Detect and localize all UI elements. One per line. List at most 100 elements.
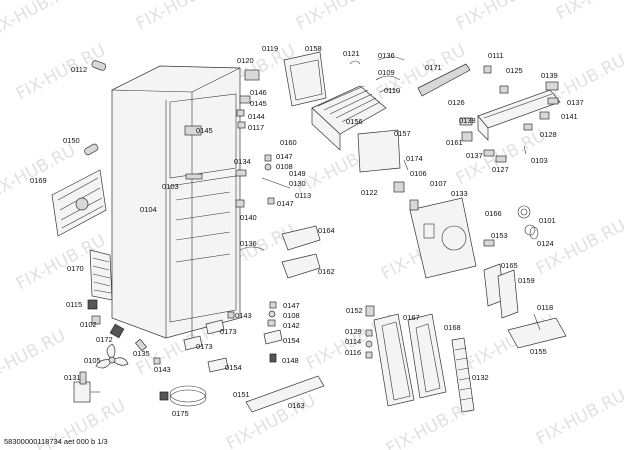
- part-0159: [497, 269, 519, 319]
- part-0167-rail: [373, 313, 415, 407]
- label-0158: 0158: [305, 44, 322, 53]
- label-0111: 0111: [488, 51, 504, 60]
- label-0150: 0150: [63, 136, 80, 145]
- part-0148: [269, 353, 277, 363]
- part-0158-panel: [283, 51, 327, 107]
- part-0147c: [269, 301, 277, 309]
- label-0161: 0161: [446, 138, 463, 147]
- watermark: FIX-HUB.RU: [463, 311, 559, 375]
- label-0104: 0104: [140, 205, 157, 214]
- label-0149: 0149: [289, 169, 306, 178]
- label-0114: 0114: [345, 337, 361, 346]
- part-0166: [517, 205, 531, 219]
- label-0120: 0120: [237, 56, 254, 65]
- part-0138: [459, 117, 473, 126]
- callout-labels: 0112 0119 0158 0121 0136 0111 0120 0109 …: [30, 44, 584, 418]
- part-0143b: [153, 357, 161, 365]
- label-0131: 0131: [64, 373, 81, 382]
- part-0122: [393, 181, 405, 193]
- part-0134: [235, 169, 247, 177]
- label-0171: 0171: [425, 63, 442, 72]
- watermark: FIX-HUB.RU: [553, 0, 636, 24]
- label-0144: 0144: [248, 112, 265, 121]
- part-0126: [499, 85, 509, 94]
- label-0128: 0128: [540, 130, 557, 139]
- part-0124: [529, 226, 539, 240]
- part-0129: [365, 329, 373, 337]
- label-0145b: 0145: [196, 126, 213, 135]
- label-0125: 0125: [506, 66, 523, 75]
- label-0138: 0138: [459, 116, 476, 125]
- part-0133-panel: [409, 197, 477, 279]
- part-0137: [547, 97, 559, 105]
- label-0156: 0156: [346, 117, 363, 126]
- label-0119: 0119: [262, 44, 278, 53]
- part-0105-fan: [95, 343, 129, 369]
- part-0157-panel: [357, 129, 401, 173]
- label-0112: 0112: [71, 65, 87, 74]
- part-0103-screw: [523, 145, 527, 155]
- label-0140: 0140: [240, 213, 257, 222]
- label-0148: 0148: [282, 356, 299, 365]
- part-0131-motor: [73, 371, 100, 403]
- part-0146: [239, 95, 251, 104]
- label-0106: 0106: [410, 169, 427, 178]
- label-0118: 0118: [537, 303, 553, 312]
- part-0135: [134, 338, 148, 352]
- part-0137b: [483, 149, 495, 157]
- part-0112: [91, 60, 107, 71]
- part-0142: [267, 319, 276, 327]
- part-0117: [237, 121, 246, 129]
- label-0143: 0143: [235, 311, 252, 320]
- label-0127: 0127: [492, 165, 509, 174]
- part-0172: [109, 323, 125, 339]
- label-0146: 0146: [250, 88, 267, 97]
- part-0108b: [268, 310, 276, 318]
- label-0145: 0145: [250, 99, 267, 108]
- part-0170-condenser: [89, 249, 113, 301]
- part-0147a: [264, 154, 272, 162]
- label-0168: 0168: [444, 323, 461, 332]
- label-0174: 0174: [406, 154, 423, 163]
- watermark: FIX-HUB.RU: [13, 41, 109, 105]
- part-0149: [261, 177, 291, 189]
- label-0165: 0165: [501, 261, 518, 270]
- part-0143a: [227, 311, 235, 319]
- part-0168-rail: [407, 313, 447, 399]
- part-0128: [523, 123, 533, 131]
- part-0136-wire: [377, 56, 405, 61]
- label-0136: 0136: [378, 51, 395, 60]
- label-0157: 0157: [394, 129, 411, 138]
- label-0133: 0133: [451, 189, 468, 198]
- watermark: FIX-HUB.RU: [0, 326, 69, 390]
- part-0173b: [183, 335, 203, 351]
- label-0153: 0153: [491, 231, 508, 240]
- part-0171: [417, 63, 471, 97]
- label-0151: 0151: [233, 390, 250, 399]
- label-0103: 0103: [531, 156, 548, 165]
- label-0136b: 0136: [240, 239, 257, 248]
- label-0110: 0110: [384, 86, 400, 95]
- label-0126: 0126: [448, 98, 465, 107]
- label-0142: 0142: [283, 321, 300, 330]
- part-0116: [365, 351, 373, 359]
- part-0144: [236, 109, 245, 117]
- label-0173: 0173: [220, 327, 237, 336]
- part-0120: [244, 69, 260, 81]
- label-0147c: 0147: [283, 301, 300, 310]
- part-0155-tray: [507, 313, 567, 349]
- label-0113: 0113: [295, 191, 311, 200]
- label-0162: 0162: [318, 267, 335, 276]
- watermark: FIX-HUB.RU: [293, 0, 389, 34]
- label-0105: 0105: [84, 356, 101, 365]
- part-0164: [281, 225, 321, 251]
- part-0169-grille: [51, 169, 107, 237]
- part-0108a: [264, 163, 272, 171]
- watermark: FIX-HUB.RU: [0, 0, 79, 42]
- label-0159: 0159: [518, 276, 535, 285]
- part-0175-cord: [159, 385, 207, 407]
- part-0132-strip: [451, 337, 475, 413]
- part-0141: [539, 111, 550, 120]
- label-0163: 0163: [288, 401, 305, 410]
